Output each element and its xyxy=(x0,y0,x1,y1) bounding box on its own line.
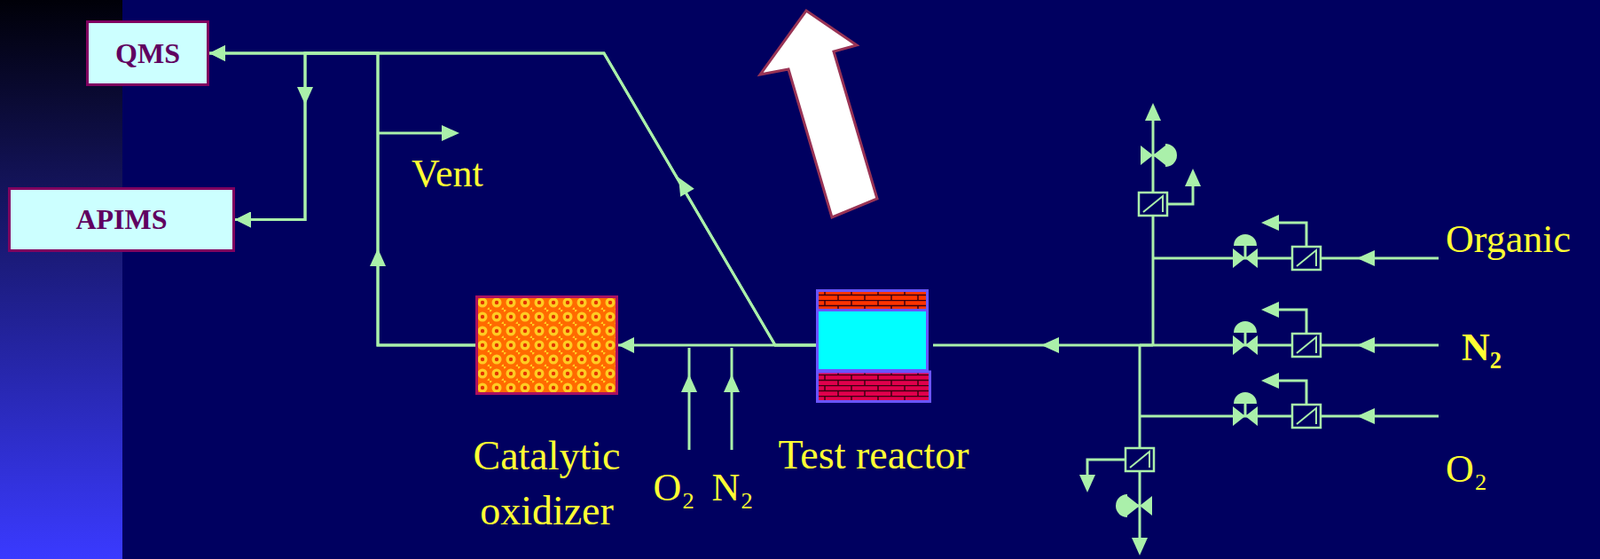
reactor-vessel xyxy=(815,289,932,403)
flow-arrowhead xyxy=(1041,337,1059,353)
flow-meter xyxy=(1292,246,1321,270)
flow-arrowhead xyxy=(1131,537,1148,556)
flow-arrowhead xyxy=(671,173,695,197)
valve-actuator xyxy=(1233,234,1257,246)
node-caption: Catalytic oxidizer xyxy=(445,428,650,539)
heater-bottom xyxy=(817,371,931,402)
control-signal xyxy=(1277,222,1307,247)
flow-arrowhead xyxy=(1356,250,1375,267)
meter-body xyxy=(1292,333,1321,357)
valve-stem xyxy=(1244,245,1248,259)
valve-stem xyxy=(1127,504,1140,508)
stream-label: Organic xyxy=(1445,218,1571,261)
meter-mark xyxy=(1296,407,1317,424)
meter-body xyxy=(1292,404,1321,428)
flow-meter xyxy=(1292,404,1321,428)
control-valve xyxy=(1232,392,1258,426)
flow-arrowhead xyxy=(1184,168,1201,187)
bypass-line xyxy=(1138,345,1142,543)
gas-inlet-line xyxy=(1139,344,1439,347)
flow-arrowhead xyxy=(1261,214,1279,231)
valve-body xyxy=(1127,495,1153,516)
valve-actuator xyxy=(1115,494,1128,518)
node-caption: Test reactor xyxy=(776,427,972,483)
valve-stem xyxy=(1244,332,1248,346)
oxidizer-bed xyxy=(475,295,619,395)
test-reactor: Test reactor xyxy=(815,289,932,403)
meter-body xyxy=(1292,246,1321,270)
catalytic-oxidizer: Catalytic oxidizer xyxy=(475,295,619,395)
instrument-box: QMS xyxy=(86,20,210,87)
stream-label: Vent xyxy=(411,152,484,196)
stream-label: N₂ xyxy=(1461,326,1502,369)
flow-arrowhead xyxy=(1145,102,1161,121)
flow-arrowhead xyxy=(681,374,698,393)
big-arrow xyxy=(760,10,878,218)
flow-meter xyxy=(1292,333,1321,357)
control-valve xyxy=(1140,143,1177,167)
gas-inlet-line xyxy=(1139,415,1439,418)
control-valve xyxy=(1232,321,1258,355)
stream-label: O₂ xyxy=(1445,447,1488,491)
flow-arrowhead xyxy=(1261,372,1279,389)
control-valve xyxy=(1115,494,1153,518)
n2-dilution-line xyxy=(730,347,734,450)
flow-meter xyxy=(1138,192,1168,216)
box-label: QMS xyxy=(115,37,181,71)
flow-arrowhead xyxy=(1079,474,1096,493)
stream-label: N₂ xyxy=(711,466,753,510)
meter-mark xyxy=(1296,250,1317,267)
instrument-box: APIMS xyxy=(7,187,236,252)
control-signal xyxy=(1277,309,1307,334)
flow-arrowhead xyxy=(1356,337,1375,353)
control-signal xyxy=(1277,380,1307,405)
meter-body xyxy=(1138,192,1168,216)
valve-actuator xyxy=(1165,143,1177,167)
flow-arrowhead xyxy=(441,125,460,142)
o2-dilution-line xyxy=(688,347,691,450)
meter-mark xyxy=(1296,337,1317,353)
meter-mark xyxy=(1129,451,1150,468)
valve-body xyxy=(1140,145,1166,165)
catalyst-bed xyxy=(477,297,618,394)
box-label: APIMS xyxy=(75,203,167,236)
relief-line xyxy=(1152,113,1155,346)
flow-arrowhead xyxy=(723,374,740,393)
flow-arrowhead xyxy=(1261,301,1279,318)
valve-actuator xyxy=(1233,392,1257,404)
flow-arrowhead xyxy=(1356,407,1375,424)
meter-mark xyxy=(1143,196,1163,212)
valve-stem xyxy=(1244,403,1248,416)
heater-top xyxy=(817,290,928,311)
flow-line xyxy=(235,53,476,346)
flow-meter xyxy=(1125,447,1154,471)
flow-line xyxy=(209,53,476,346)
reactor-chamber xyxy=(817,310,928,371)
meter-body xyxy=(1125,447,1154,471)
valve-actuator xyxy=(1233,321,1257,333)
valve-stem xyxy=(1152,154,1166,157)
control-signal xyxy=(1087,459,1126,484)
control-valve xyxy=(1232,234,1258,268)
stream-label: O₂ xyxy=(652,466,695,510)
vent-line xyxy=(377,132,444,135)
